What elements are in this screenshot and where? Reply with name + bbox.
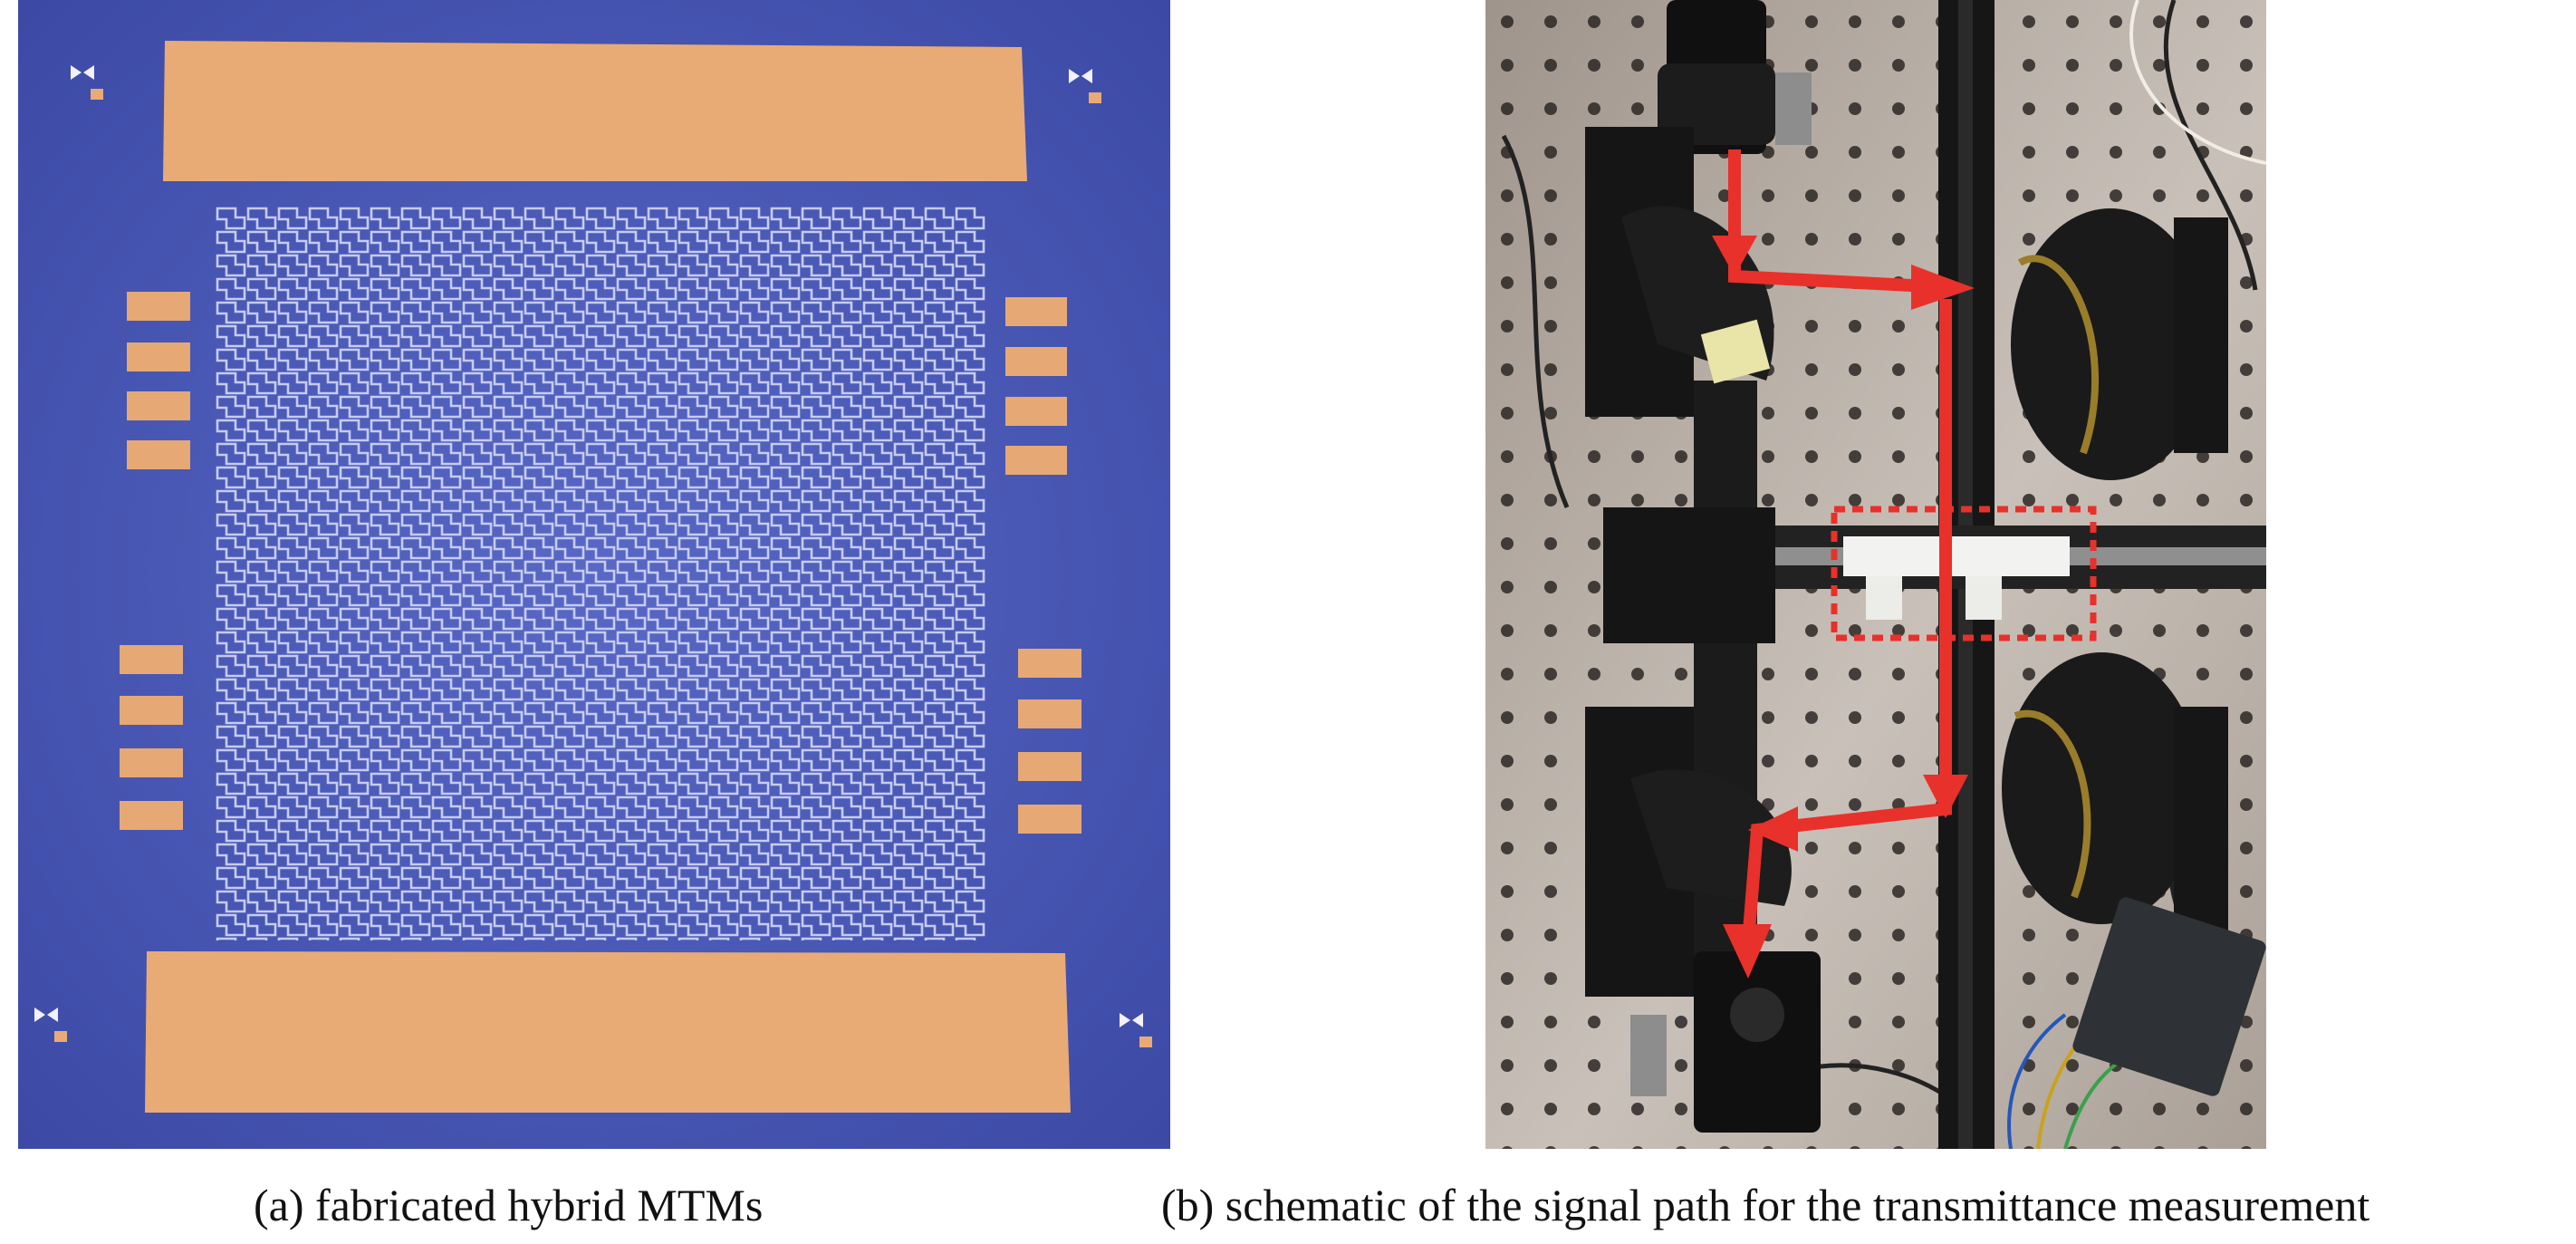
setup-illustration [1485, 0, 2266, 1149]
arrowhead-right [1911, 265, 1975, 310]
caption-panel-b: (b) schematic of the signal path for the… [1161, 1180, 2370, 1230]
mtm-chip-illustration [18, 0, 1170, 1149]
translation-stage [1603, 507, 1775, 643]
alignment-marks [34, 65, 1152, 1047]
electronics-box [2072, 897, 2266, 1096]
thz-emitter [1658, 0, 1812, 154]
parabolic-mirror-4 [1585, 707, 1792, 997]
arrowhead-down-1 [1712, 236, 1757, 276]
left-small-pads [120, 292, 190, 830]
arrowhead-left [1748, 806, 1798, 852]
right-small-pads [1005, 297, 1081, 834]
signal-arrowheads [1712, 236, 1975, 979]
arrowhead-down-3 [1723, 924, 1772, 979]
arrowhead-down-2 [1923, 775, 1968, 818]
parabolic-mirror-3 [2002, 652, 2228, 933]
top-contact-pad [163, 41, 1027, 181]
sample-region-box [1831, 506, 2097, 641]
sample-holder [1843, 536, 2070, 620]
caption-panel-a: (a) fabricated hybrid MTMs [254, 1180, 764, 1230]
white-cable [2129, 0, 2266, 165]
fabricated-mtm-photo [18, 0, 1170, 1149]
bottom-contact-pad [145, 951, 1071, 1113]
parabolic-mirror-2 [2011, 208, 2228, 480]
measurement-setup-photo [1485, 0, 2266, 1149]
metamaterial-array [216, 207, 985, 940]
thz-detector [1630, 951, 1821, 1133]
